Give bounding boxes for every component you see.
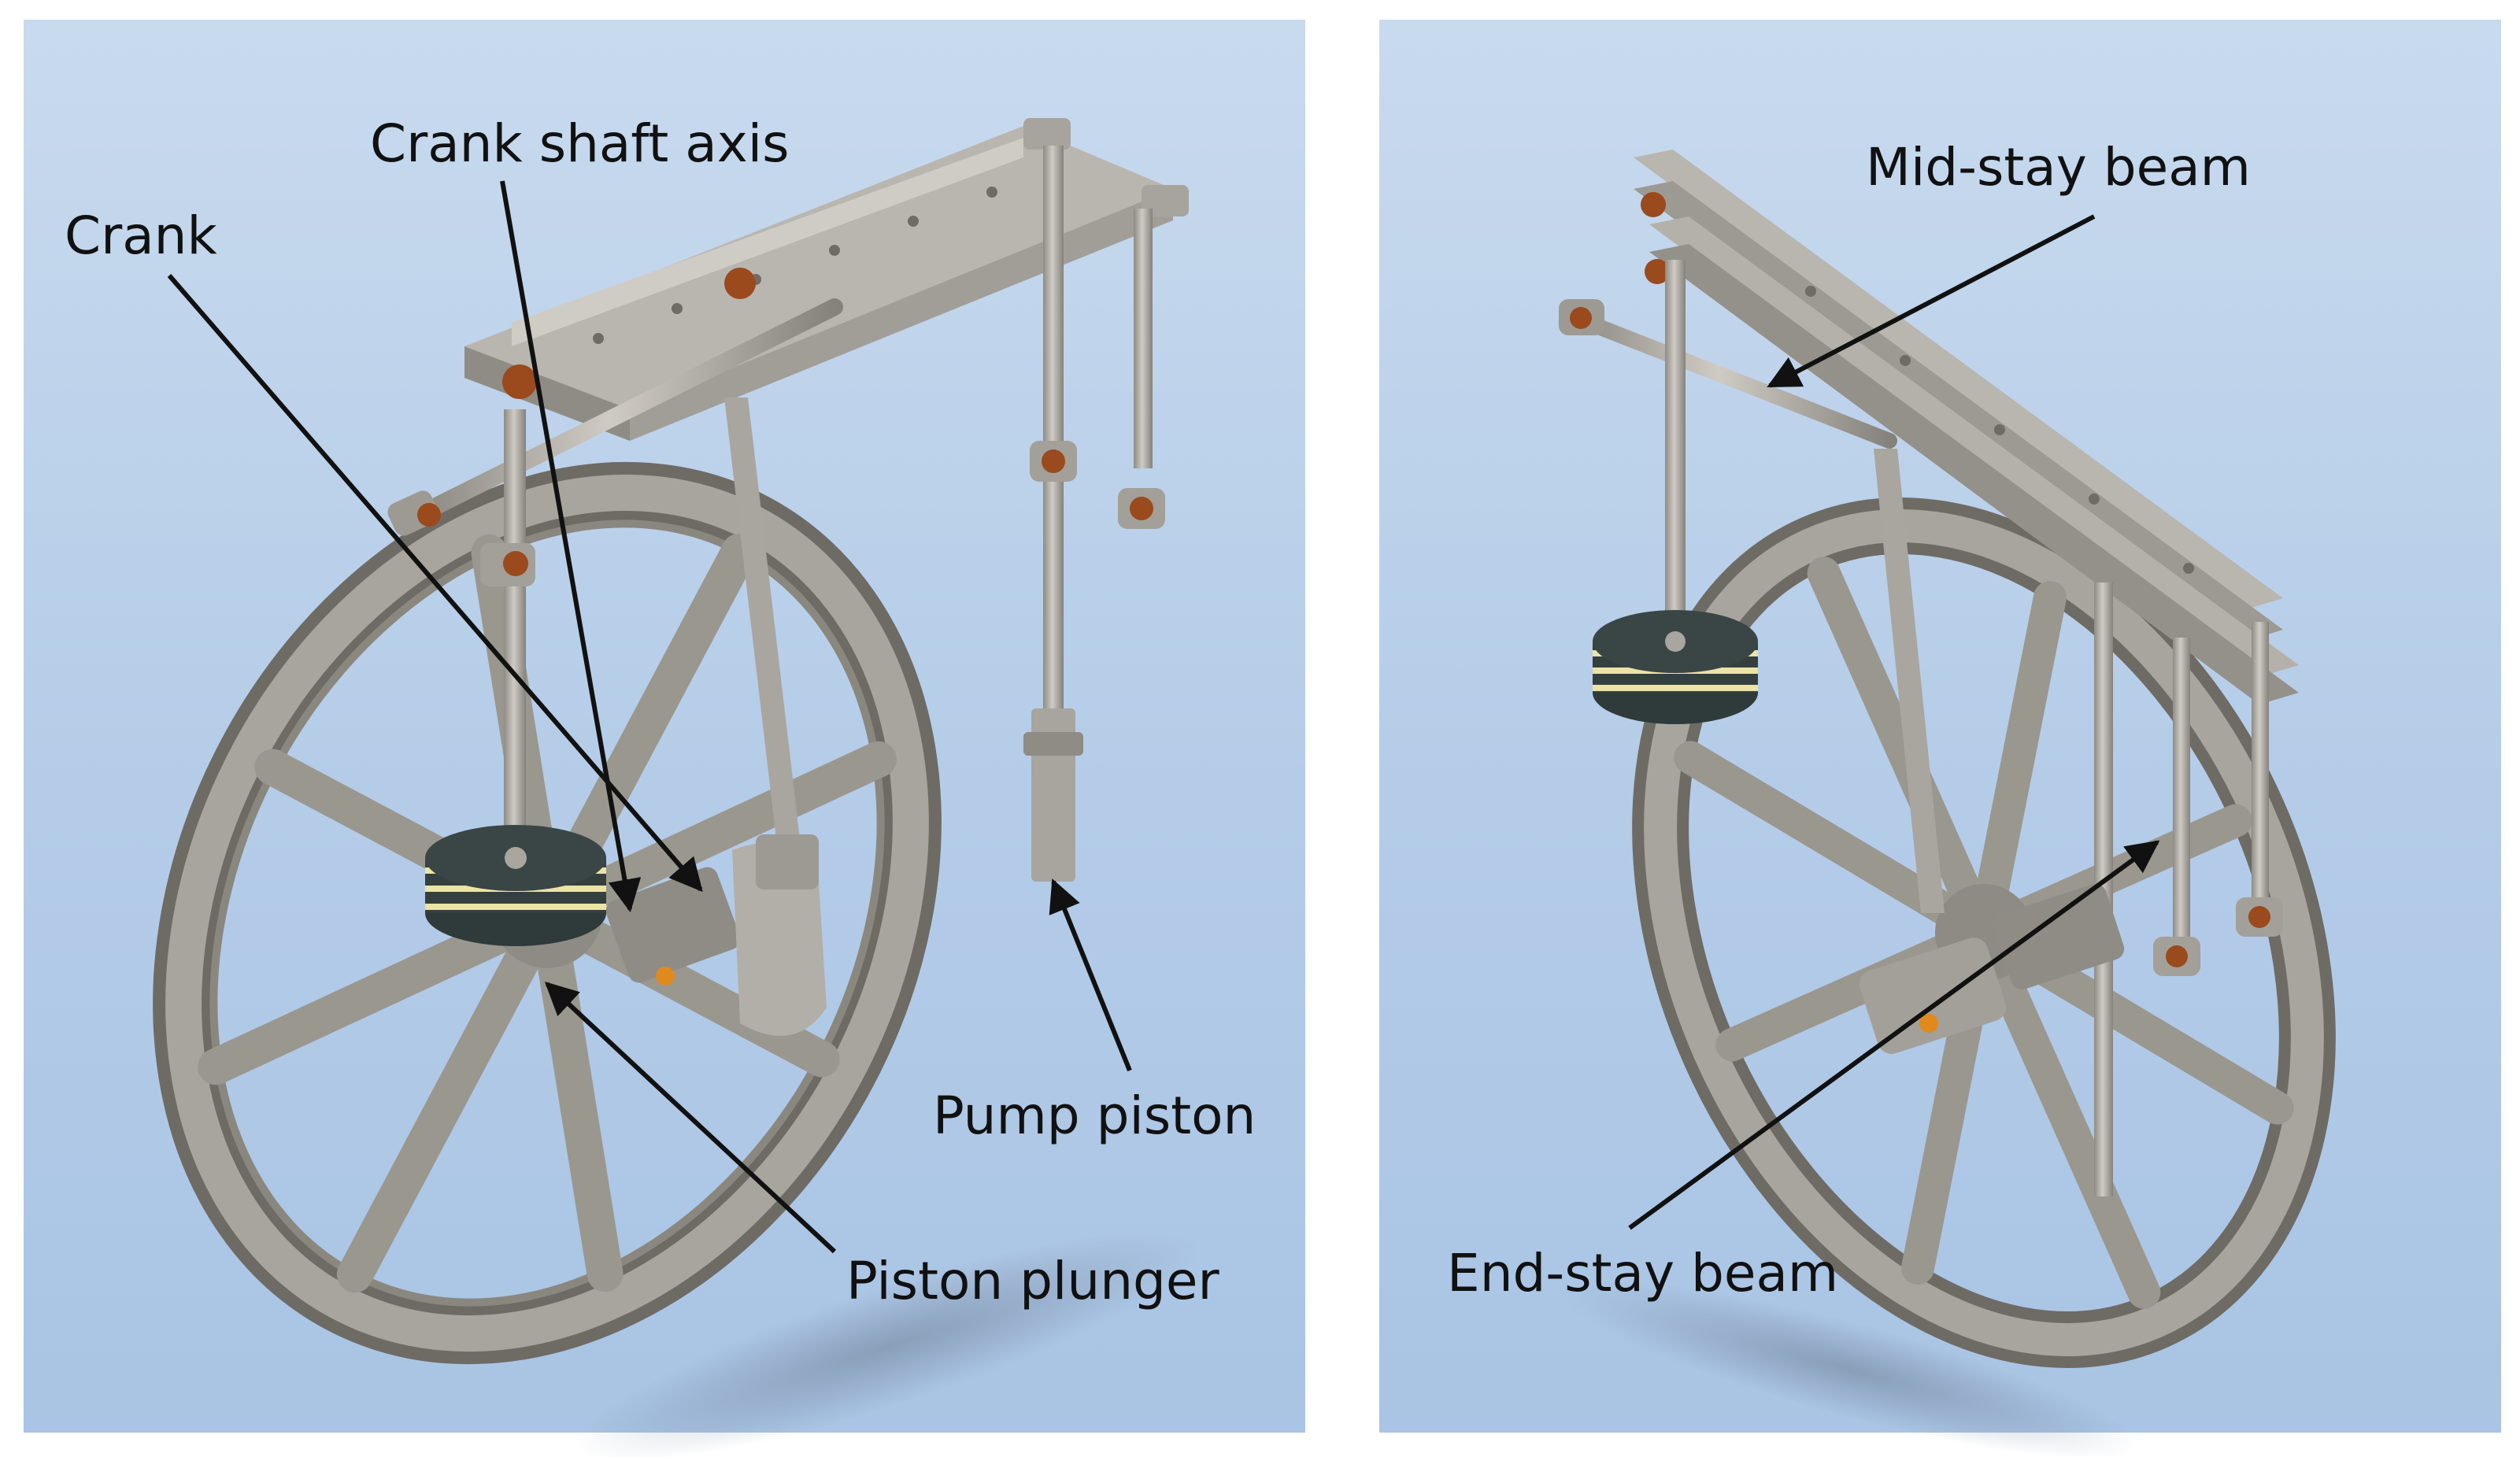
right-counterweight xyxy=(1593,610,1758,724)
label-crank-shaft-axis: Crank shaft axis xyxy=(370,113,790,174)
label-crank: Crank xyxy=(65,205,217,266)
left-counterweight xyxy=(425,825,606,946)
left-pump-rods xyxy=(1023,146,1165,882)
right-tie-rod xyxy=(1571,311,1897,449)
left-piston-rod xyxy=(504,409,526,850)
label-end-stay-beam: End-stay beam xyxy=(1447,1243,1838,1304)
right-beams xyxy=(1634,150,2299,704)
right-weight-rod xyxy=(1665,260,1686,630)
leader-mid-stay-beam xyxy=(1767,214,2096,388)
right-connecting-rod xyxy=(1874,449,1945,913)
leader-crank-shaft-axis xyxy=(500,180,642,913)
left-crank-assembly xyxy=(605,834,827,1036)
right-floor-shadow xyxy=(1560,1279,2140,1457)
left-panel: Crank shaft axis Crank Pump piston Pisto… xyxy=(24,20,1305,1457)
left-main-beam xyxy=(464,118,1189,441)
right-crank-assembly xyxy=(1859,883,2125,1054)
leader-end-stay-beam xyxy=(1628,840,2160,1230)
right-pump-rod-3 xyxy=(2252,622,2269,921)
label-mid-stay-beam: Mid-stay beam xyxy=(1866,137,2251,198)
label-pump-piston: Pump piston xyxy=(933,1085,1256,1146)
left-tie-rod xyxy=(416,298,843,520)
right-pump-rod-2 xyxy=(2173,638,2190,952)
left-connecting-rod xyxy=(724,398,803,866)
left-floor-shadow xyxy=(574,1229,1205,1457)
leader-pump-piston xyxy=(1049,878,1132,1072)
label-piston-plunger: Piston plunger xyxy=(846,1251,1220,1311)
leader-crank xyxy=(167,274,703,893)
leader-piston-plunger xyxy=(544,982,837,1254)
right-panel: Mid-stay beam End-stay beam xyxy=(1379,20,2501,1457)
